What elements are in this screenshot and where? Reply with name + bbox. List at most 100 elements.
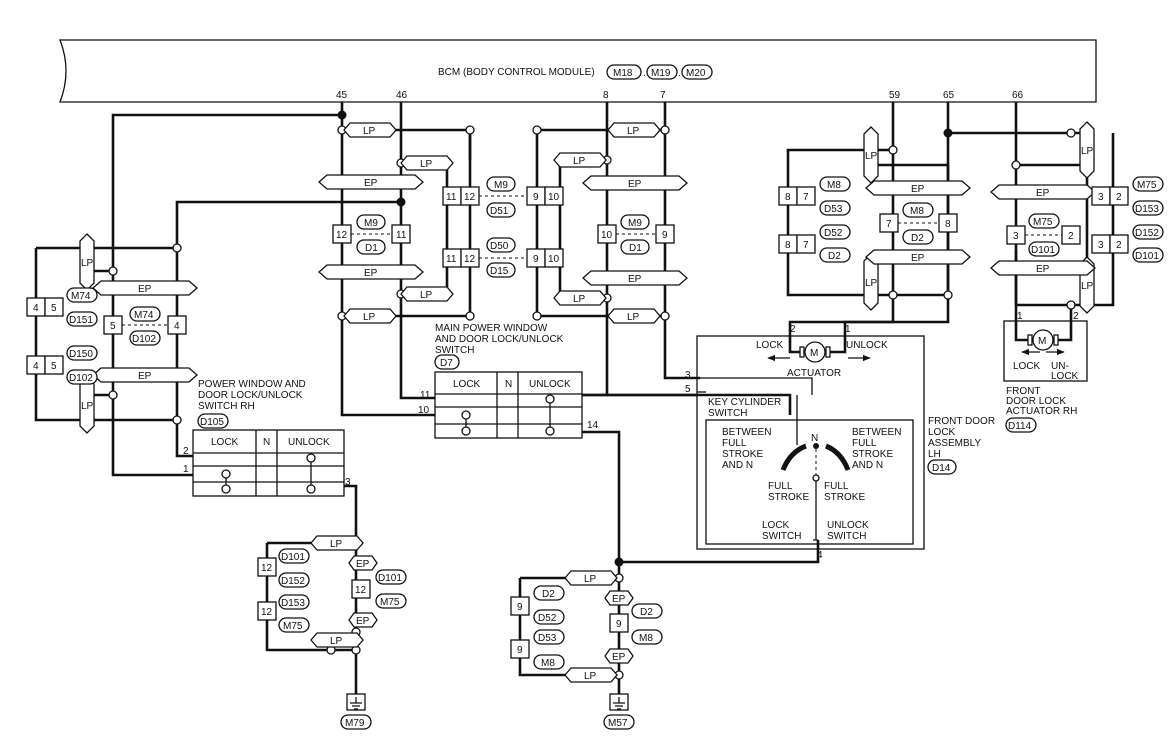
svg-text:5: 5 (51, 361, 57, 372)
svg-text:3: 3 (345, 477, 351, 488)
svg-text:D102: D102 (69, 373, 93, 384)
svg-text:14: 14 (587, 420, 599, 431)
conn-d53-c: D53 (533, 629, 565, 645)
ep-tag: EP (865, 180, 971, 196)
svg-text:D52: D52 (538, 613, 557, 624)
conn-d101: D101 (1132, 247, 1164, 263)
svg-text:MAIN POWER WINDOW: MAIN POWER WINDOW (435, 323, 548, 334)
ground-m79: M79 (340, 693, 372, 730)
svg-text:M: M (810, 348, 818, 359)
front-door-lock-lh: 2 1 M LOCK UNLOCK ACTUATOR 3 5 KEY CYLIN… (685, 324, 995, 561)
svg-text:M: M (1038, 336, 1046, 347)
ep-tag: EP (865, 249, 971, 265)
svg-text:2: 2 (1073, 311, 1079, 322)
svg-text:.: . (643, 68, 646, 79)
svg-text:LP: LP (627, 126, 640, 137)
conn-d50: D50 (486, 237, 516, 253)
svg-text:11: 11 (420, 390, 431, 401)
svg-text:D53: D53 (538, 633, 557, 644)
bcm-connector-m19: M19 (646, 64, 678, 80)
bcm-connector-m20: M20 (681, 64, 713, 80)
svg-text:M9: M9 (364, 218, 378, 229)
svg-text:EP: EP (356, 616, 370, 627)
svg-text:M18: M18 (613, 68, 633, 79)
conn-d153: D153 (1132, 200, 1164, 216)
motor-icon: M (799, 341, 831, 363)
lp-tag-vertical: LP (79, 376, 95, 434)
svg-text:LH: LH (928, 449, 941, 460)
lp-tag: LP (310, 632, 364, 648)
svg-text:3: 3 (1013, 231, 1019, 242)
conn-d101-b: D101 (1028, 241, 1060, 257)
svg-text:M8: M8 (639, 633, 653, 644)
svg-text:12: 12 (261, 563, 273, 574)
svg-text:12: 12 (336, 230, 348, 241)
conn-d51: D51 (486, 202, 516, 218)
bcm-pin-65: 65 (943, 90, 955, 101)
conn-m75-b: M75 (1028, 213, 1060, 229)
ep-tag-small: EP (348, 555, 378, 571)
svg-text:M75: M75 (1137, 180, 1157, 191)
motor-icon: M (1027, 329, 1059, 351)
ep-tag-small: EP (604, 648, 634, 664)
conn-m74-b: M74 (129, 306, 161, 322)
svg-text:SWITCH: SWITCH (435, 345, 474, 356)
svg-text:FULL: FULL (768, 481, 793, 492)
svg-text:3: 3 (1098, 240, 1104, 251)
svg-text:STROKE: STROKE (852, 449, 893, 460)
svg-text:AND N: AND N (852, 460, 883, 471)
conn-d102: D102 (66, 369, 98, 385)
svg-text:12: 12 (261, 607, 273, 618)
svg-text:9: 9 (533, 254, 539, 265)
svg-text:ACTUATOR: ACTUATOR (787, 368, 841, 379)
svg-text:LP: LP (420, 159, 433, 170)
conn-d102-b: D102 (129, 330, 161, 346)
bcm-connector-m18: M18 (606, 64, 642, 80)
lp-tag: LP (553, 290, 607, 306)
ground-m57: M57 (603, 693, 635, 730)
svg-text:9: 9 (533, 192, 539, 203)
conn-d15: D15 (486, 262, 516, 278)
svg-text:FULL: FULL (824, 481, 849, 492)
lp-tag: LP (310, 535, 364, 551)
bcm-label: BCM (BODY CONTROL MODULE) (438, 67, 595, 78)
svg-text:D7: D7 (440, 358, 453, 369)
conn-d52: D52 (819, 224, 851, 240)
svg-text:M9: M9 (628, 218, 642, 229)
svg-text:SWITCH RH: SWITCH RH (198, 401, 255, 412)
svg-text:D151: D151 (69, 315, 93, 326)
svg-text:D2: D2 (640, 607, 653, 618)
lp-tag: LP (564, 667, 618, 683)
svg-text:EP: EP (364, 268, 378, 279)
pin-boxes: 12 11 11 12 11 12 9 10 9 10 10 9 8 7 8 7… (26, 186, 1129, 659)
svg-text:UNLOCK: UNLOCK (288, 437, 330, 448)
svg-text:12: 12 (464, 254, 476, 265)
svg-text:1: 1 (1017, 311, 1023, 322)
conn-m75-c: M75 (278, 617, 310, 633)
svg-text:D101: D101 (378, 573, 402, 584)
svg-text:ASSEMBLY: ASSEMBLY (928, 438, 981, 449)
svg-text:2: 2 (1116, 240, 1122, 251)
svg-text:LOCK: LOCK (1013, 361, 1041, 372)
conn-m75-d: M75 (375, 593, 407, 609)
conn-m9-b: M9 (356, 214, 386, 230)
svg-text:LOCK: LOCK (211, 437, 239, 448)
svg-text:2: 2 (790, 324, 796, 335)
ep-tag-small: EP (348, 612, 378, 628)
svg-text:DOOR LOCK: DOOR LOCK (1006, 396, 1066, 407)
conn-m74: M74 (66, 287, 98, 303)
conn-d1-c: D1 (620, 239, 650, 255)
svg-text:FULL: FULL (852, 438, 877, 449)
svg-text:D101: D101 (1031, 245, 1055, 256)
svg-text:M57: M57 (608, 718, 628, 729)
svg-text:POWER WINDOW AND: POWER WINDOW AND (198, 379, 306, 390)
lp-tags: LP LP LP LP LP LP LP LP LP LP LP LP LP L… (79, 121, 1095, 683)
ep-tag: EP (990, 260, 1096, 276)
svg-text:LOCK: LOCK (453, 379, 481, 390)
svg-text:5: 5 (51, 303, 57, 314)
conn-d152-c: D152 (278, 572, 310, 588)
svg-text:LP: LP (627, 312, 640, 323)
svg-text:7: 7 (803, 192, 809, 203)
svg-text:LP: LP (330, 636, 343, 647)
svg-text:ACTUATOR RH: ACTUATOR RH (1006, 406, 1077, 417)
